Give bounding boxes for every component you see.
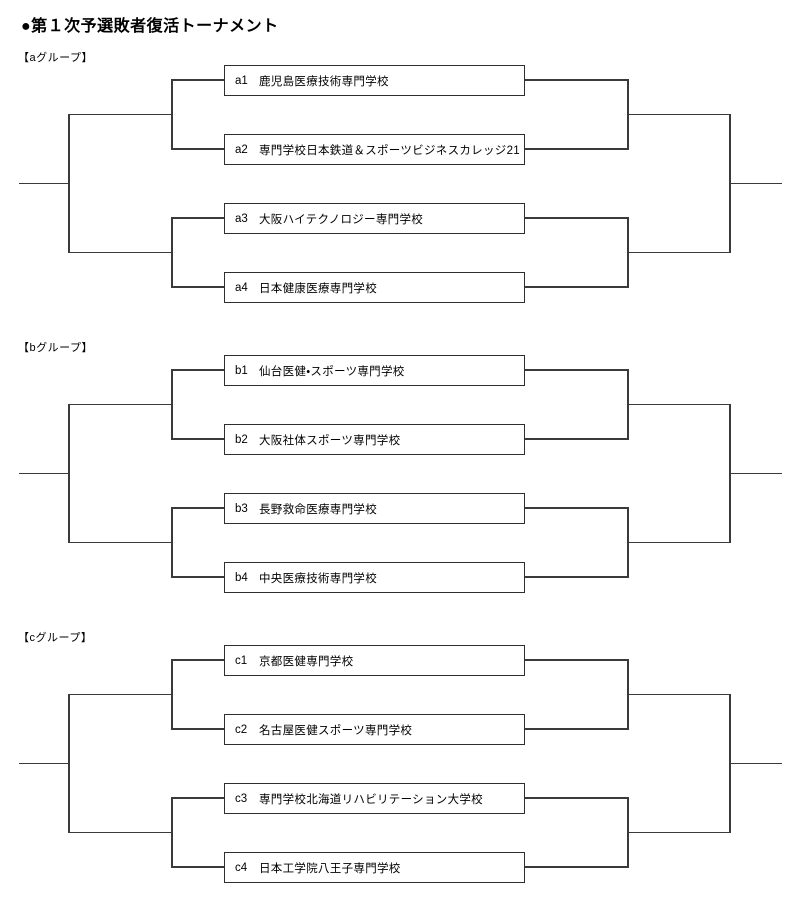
connector-line bbox=[172, 148, 224, 150]
team-seed: b4 bbox=[235, 571, 248, 584]
connector-line bbox=[172, 438, 224, 440]
team-name: 中央医療技術専門学校 bbox=[259, 572, 377, 585]
connector-line bbox=[171, 659, 173, 730]
connector-line bbox=[730, 472, 782, 475]
connector-line bbox=[171, 369, 173, 440]
connector-line bbox=[172, 369, 224, 371]
connector-line bbox=[172, 728, 224, 730]
connector-line bbox=[525, 148, 628, 150]
connector-line bbox=[172, 866, 224, 868]
connector-line bbox=[628, 541, 730, 544]
connector-line bbox=[68, 403, 70, 544]
group-b-section: 【bグループ】 b1 仙台医健・スポーツ専門学校 b2 大阪社体スポーツ専門学校… bbox=[0, 330, 800, 620]
team-name: 鹿児島医療技術専門学校 bbox=[259, 75, 389, 88]
team-seed: b2 bbox=[235, 433, 248, 446]
connector-line bbox=[69, 113, 172, 116]
connector-line bbox=[171, 79, 173, 150]
team-name: 専門学校日本鉄道＆スポーツビジネスカレッジ21 bbox=[259, 144, 520, 157]
team-box-c3: c3 専門学校北海道リハビリテーション大学校 bbox=[224, 783, 525, 814]
team-box-b3: b3 長野救命医療専門学校 bbox=[224, 493, 525, 524]
connector-line bbox=[525, 659, 628, 661]
connector-line bbox=[525, 576, 628, 578]
team-name: 日本健康医療専門学校 bbox=[259, 282, 377, 295]
connector-line bbox=[69, 403, 172, 406]
team-name: 日本工学院八王子専門学校 bbox=[259, 862, 401, 875]
connector-line bbox=[525, 728, 628, 730]
team-seed: a4 bbox=[235, 281, 248, 294]
connector-line bbox=[68, 113, 70, 254]
connector-line bbox=[171, 797, 173, 868]
connector-line bbox=[171, 507, 173, 578]
team-name: 仙台医健・スポーツ専門学校 bbox=[259, 365, 405, 378]
team-name: 名古屋医健スポーツ専門学校 bbox=[259, 724, 413, 737]
team-name: 長野救命医療専門学校 bbox=[259, 503, 377, 516]
team-box-a1: a1 鹿児島医療技術専門学校 bbox=[224, 65, 525, 96]
connector-line bbox=[19, 472, 69, 475]
connector-line bbox=[525, 369, 628, 371]
team-name: 専門学校北海道リハビリテーション大学校 bbox=[259, 793, 483, 806]
team-box-c2: c2 名古屋医健スポーツ専門学校 bbox=[224, 714, 525, 745]
connector-line bbox=[730, 182, 782, 185]
connector-line bbox=[525, 79, 628, 81]
team-name: 大阪社体スポーツ専門学校 bbox=[259, 434, 401, 447]
connector-line bbox=[172, 286, 224, 288]
group-a-label: 【aグループ】 bbox=[18, 52, 93, 64]
team-seed: c4 bbox=[235, 861, 248, 874]
connector-line bbox=[172, 659, 224, 661]
connector-line bbox=[69, 541, 172, 544]
team-seed: b3 bbox=[235, 502, 248, 515]
team-seed: c3 bbox=[235, 792, 248, 805]
connector-line bbox=[19, 762, 69, 765]
team-seed: a2 bbox=[235, 143, 248, 156]
team-box-c4: c4 日本工学院八王子専門学校 bbox=[224, 852, 525, 883]
team-seed: b1 bbox=[235, 364, 248, 377]
connector-line bbox=[69, 831, 172, 834]
connector-line bbox=[628, 831, 730, 834]
team-seed: c1 bbox=[235, 654, 248, 667]
group-c-section: 【cグループ】 c1 京都医健専門学校 c2 名古屋医健スポーツ専門学校 c3 bbox=[0, 620, 800, 902]
connector-line bbox=[171, 217, 173, 288]
connector-line bbox=[172, 576, 224, 578]
connector-line bbox=[525, 438, 628, 440]
team-box-a2: a2 専門学校日本鉄道＆スポーツビジネスカレッジ21 bbox=[224, 134, 525, 165]
team-box-b1: b1 仙台医健・スポーツ専門学校 bbox=[224, 355, 525, 386]
connector-line bbox=[172, 217, 224, 219]
connector-line bbox=[69, 693, 172, 696]
connector-line bbox=[19, 182, 69, 185]
connector-line bbox=[525, 507, 628, 509]
team-box-a4: a4 日本健康医療専門学校 bbox=[224, 272, 525, 303]
group-c-label: 【cグループ】 bbox=[18, 632, 93, 644]
team-seed: c2 bbox=[235, 723, 248, 736]
team-name: 京都医健専門学校 bbox=[259, 655, 354, 668]
team-box-b2: b2 大阪社体スポーツ専門学校 bbox=[224, 424, 525, 455]
team-box-a3: a3 大阪ハイテクノロジー専門学校 bbox=[224, 203, 525, 234]
page-title: ●第１次予選敗者復活トーナメント bbox=[21, 18, 279, 35]
connector-line bbox=[628, 113, 730, 116]
connector-line bbox=[628, 403, 730, 406]
team-box-b4: b4 中央医療技術専門学校 bbox=[224, 562, 525, 593]
group-b-label: 【bグループ】 bbox=[18, 342, 93, 354]
connector-line bbox=[69, 251, 172, 254]
team-name: 大阪ハイテクノロジー専門学校 bbox=[259, 213, 424, 226]
team-seed: a1 bbox=[235, 74, 248, 87]
connector-line bbox=[172, 797, 224, 799]
connector-line bbox=[628, 251, 730, 254]
connector-line bbox=[172, 79, 224, 81]
group-a-section: 【aグループ】 a1 鹿児島医療技術専門学校 a2 専門学校日本鉄道＆スポーツビ… bbox=[0, 40, 800, 330]
connector-line bbox=[525, 217, 628, 219]
connector-line bbox=[628, 693, 730, 696]
connector-line bbox=[172, 507, 224, 509]
team-seed: a3 bbox=[235, 212, 248, 225]
connector-line bbox=[525, 286, 628, 288]
connector-line bbox=[68, 693, 70, 834]
team-box-c1: c1 京都医健専門学校 bbox=[224, 645, 525, 676]
connector-line bbox=[730, 762, 782, 765]
connector-line bbox=[525, 866, 628, 868]
connector-line bbox=[525, 797, 628, 799]
